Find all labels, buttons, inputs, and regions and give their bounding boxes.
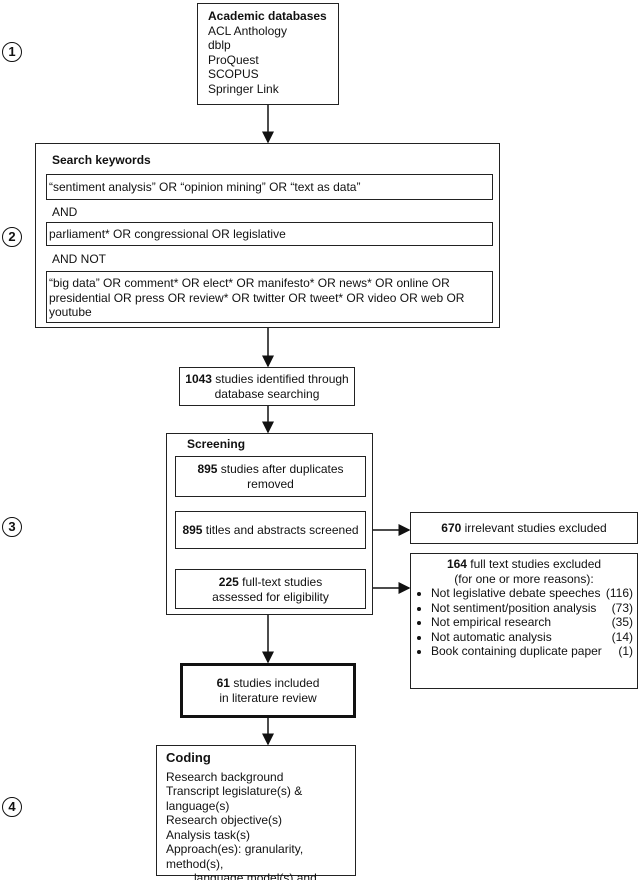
- dedup-box: 895 studies after duplicates removed: [175, 456, 366, 497]
- coding-item: Approach(es): granularity, method(s),: [166, 842, 304, 871]
- step-4-badge: 4: [2, 797, 22, 817]
- identified-box: 1043 studies identified through database…: [179, 367, 355, 406]
- excluded-irrelevant-box: 670 irrelevant studies excluded: [410, 512, 638, 544]
- coding-item: Analysis task(s): [166, 827, 251, 842]
- step-3-badge: 3: [2, 517, 22, 537]
- assessed-box: 225 full-text studies assessed for eligi…: [175, 569, 366, 609]
- exclusion-reasons: Not legislative debate speeches(116)Not …: [415, 586, 633, 659]
- exclusion-reason: Not automatic analysis(14): [431, 630, 633, 645]
- coding-title: Coding: [166, 750, 211, 765]
- operator-and-not: AND NOT: [52, 252, 106, 266]
- exclusion-reason: Not empirical research(35): [431, 615, 633, 630]
- coding-item: Research background: [166, 769, 284, 784]
- database-item: ACL Anthology: [208, 23, 287, 38]
- screening-box: Screening 895 studies after duplicates r…: [166, 433, 373, 615]
- included-box: 61 studies included in literature review: [180, 663, 356, 718]
- exclusion-reason: Not sentiment/position analysis(73): [431, 601, 633, 616]
- keywords-title: Search keywords: [52, 153, 151, 167]
- coding-item: Research objective(s): [166, 813, 283, 827]
- databases-title: Academic databases: [208, 9, 327, 23]
- coding-item: Transcript legislature(s) & language(s): [166, 784, 303, 813]
- screened-box: 895 titles and abstracts screened: [175, 511, 366, 549]
- keyword-query-3: “big data” OR comment* OR elect* OR mani…: [46, 271, 493, 323]
- identified-count: 1043: [185, 372, 212, 386]
- identified-text: studies identified through database sear…: [211, 372, 349, 401]
- keyword-query-2: parliament* OR congressional OR legislat…: [46, 222, 493, 246]
- keywords-box: Search keywords “sentiment analysis” OR …: [35, 143, 500, 328]
- step-2-badge: 2: [2, 227, 22, 247]
- database-item: dblp: [208, 38, 231, 52]
- exclusion-reason: Not legislative debate speeches(116): [431, 586, 633, 601]
- exclusion-reason: Book containing duplicate paper(1): [431, 644, 633, 659]
- operator-and: AND: [52, 205, 78, 219]
- keyword-query-1: “sentiment analysis” OR “opinion mining”…: [46, 174, 493, 200]
- excluded-fulltext-box: 164 full text studies excluded (for one …: [410, 553, 638, 689]
- coding-item-continued: language model(s) and features,: [194, 871, 317, 880]
- database-item: ProQuest: [208, 52, 259, 67]
- screening-title: Screening: [187, 437, 246, 451]
- step-1-badge: 1: [2, 42, 22, 62]
- database-item: SCOPUS: [208, 67, 259, 81]
- database-item: Springer Link: [208, 81, 279, 96]
- excluded-subtitle: (for one or more reasons):: [454, 571, 594, 586]
